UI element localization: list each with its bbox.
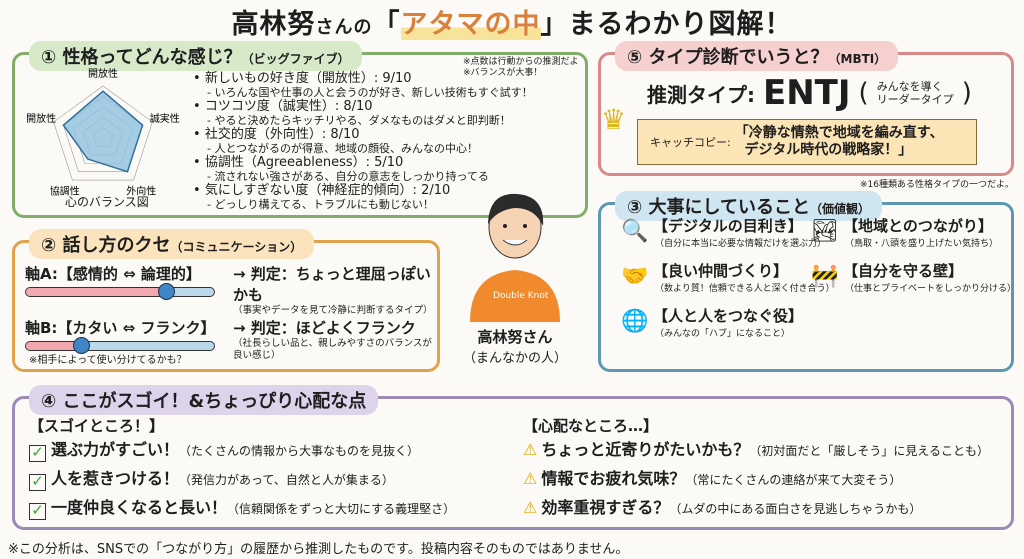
section-header: ① 性格ってどんな感じ？（ビッグファイブ） (29, 41, 362, 71)
warning-icon: ⚠ (523, 498, 538, 517)
section-header: ⑤ タイプ診断でいうと？（MBTI） (615, 41, 899, 71)
concern-item: ⚠効率重視すぎる？（ムダの中にある面白さを見逃しちゃうかも） (523, 498, 922, 517)
crown-icon: ♛ (601, 103, 627, 136)
mbti-section: ⑤ タイプ診断でいうと？（MBTI） 推測タイプ: ENTJ (みんなを導くリー… (598, 41, 1014, 176)
checkbox-icon: ✓ (29, 445, 46, 462)
checkbox-icon: ✓ (29, 474, 46, 491)
radar-axis-label: 開放性 (26, 112, 56, 125)
strength-item: ✓選ぶ力がすごい！（たくさんの情報から大事なものを見抜く） (29, 436, 455, 465)
handshake-icon: 🤝 (621, 264, 649, 289)
radar-grid (53, 85, 153, 181)
magnifier-icon: 🔍 (621, 219, 649, 244)
trait-item: • コツコツ度（誠実性）: 8/10- やると決めたらキッチリやる、ダメなものは… (193, 99, 511, 127)
section-header: ④ ここがスゴイ！&ちょっぴり心配な点 (29, 385, 379, 415)
values-section: ③ 大事にしていること（価値観） 🔍【デジタルの目利き】（自分に本当に必要な情報… (598, 191, 1017, 372)
checkbox-icon: ✓ (29, 503, 46, 520)
radar-axis-label: 協調性 (50, 185, 80, 198)
footer-disclaimer: ※この分析は、SNSでの「つながり方」の履歴から推測したものです。投稿内容そのも… (8, 542, 629, 557)
strength-item: ✓一度仲良くなると長い！（信頼関係をずっと大切にする義理堅さ） (29, 494, 455, 523)
radar-axis-label: 外向性 (126, 185, 156, 198)
personality-section: ① 性格ってどんな感じ？（ビッグファイブ） 開放性誠実性外向性協調性開放性 心の… (12, 41, 588, 218)
section-header: ② 話し方のクセ（コミュニケーション） (29, 229, 315, 259)
axis-b-label: 軸B:【カタい ⇔ フランク】 (25, 319, 216, 337)
strengths-list: 【スゴイところ！】✓選ぶ力がすごい！（たくさんの情報から大事なものを見抜く）✓人… (29, 415, 455, 523)
axis-b-slider (25, 337, 215, 354)
trait-item: • 社交的度（外向性）: 8/10- 人とつながるのが得意、地域の顔役、みんなの… (193, 127, 479, 155)
radar-title: 心のバランス図 (65, 195, 149, 209)
axis-a-label: 軸A:【感情的 ⇔ 論理的】 (25, 265, 201, 283)
strengths-concerns-section: ④ ここがスゴイ！&ちょっぴり心配な点 【スゴイところ！】✓選ぶ力がすごい！（た… (12, 385, 1014, 530)
trait-item: • 気にしすぎない度（神経症的傾向）: 2/10- どっしり構えてる、トラブルに… (193, 183, 451, 211)
mbti-note: ※16種類ある性格タイプの一つだよ。 (860, 180, 1014, 190)
radar-data-area (62, 90, 144, 173)
section-header: ③ 大事にしていること（価値観） (615, 191, 882, 221)
radar-axis-label: 誠実性 (150, 112, 180, 125)
avatar (470, 193, 560, 322)
catchphrase-banner: キャッチコピー: 「冷静な情熱で地域を編み直す、 デジタル時代の戦略家！」 (637, 119, 977, 165)
value-item: 🌐【人と人をつなぐ役】（みんなの「ハブ」になること） (621, 307, 804, 339)
mbti-type: ENTJ (763, 73, 851, 113)
concern-item: ⚠ちょっと近寄りがたいかも？（初対面だと「厳しそう」に見えることも） (523, 440, 990, 459)
concerns-list: 【心配なところ…】⚠ちょっと近寄りがたいかも？（初対面だと「厳しそう」に見えるこ… (523, 415, 989, 523)
page-title: 高林努さんの「アタマの中」まるわかり図解！ (231, 9, 793, 40)
value-item: 🤝【良い仲間づくり】（数より質！信頼できる人と深く付き合う） (621, 262, 835, 294)
value-item: 🚧【自分を守る壁】（仕事とプライベートをしっかり分ける） (811, 262, 1017, 294)
trait-item: • 協調性（Agreeableness）: 5/10- 流されない強さがある、自… (193, 155, 489, 183)
value-item: 🔍【デジタルの目利き】（自分に本当に必要な情報だけを選ぶ力） (621, 217, 827, 249)
landscape-icon: 🏞 (811, 219, 839, 244)
warning-icon: ⚠ (523, 440, 538, 459)
person-caption: 高林努さん（まんなかの人） (462, 328, 567, 366)
person-illustration: Double Knot (455, 182, 575, 322)
radar-axis-label: 開放性 (88, 67, 118, 80)
axis-b-note: ※相手によって使い分けてるかも？ (29, 355, 187, 366)
notes: ※点数は行動からの推測だよ※バランスが大事！ (463, 57, 579, 78)
warning-icon: ⚠ (523, 469, 538, 488)
trait-list: • 新しいもの好き度（開放性）: 9/10- いろんな国や仕事の人と会うのが好き… (193, 71, 579, 211)
value-item: 🏞【地域とのつながり】（鳥取・八頭を盛り上げたい気持ち） (811, 217, 999, 249)
axis-a-slider (25, 283, 215, 300)
barrier-icon: 🚧 (811, 264, 839, 289)
strength-item: ✓人を惹きつける！（発信力があって、自然と人が集まる） (29, 465, 455, 494)
axis-a-verdict: → 判定：ちょっと理屈っぽいかも（事実やデータを見て冷静に判断するタイプ） (233, 265, 433, 316)
concern-item: ⚠情報でお疲れ気味？（常にたくさんの連絡が来て大変そう） (523, 469, 902, 488)
type-label: 推測タイプ: (647, 82, 755, 107)
communication-section: ② 話し方のクセ（コミュニケーション） 軸A:【感情的 ⇔ 論理的】 → 判定：… (12, 229, 440, 372)
axis-b-verdict: → 判定：ほどよくフランク（社長らしい品と、親しみやすさのバランスが良い感じ） (233, 319, 432, 361)
globe-icon: 🌐 (621, 309, 649, 334)
trait-item: • 新しいもの好き度（開放性）: 9/10- いろんな国や仕事の人と会うのが好き… (193, 71, 533, 99)
hoodie-logo: Double Knot (493, 291, 549, 301)
type-desc: みんなを導くリーダータイプ (876, 80, 954, 106)
